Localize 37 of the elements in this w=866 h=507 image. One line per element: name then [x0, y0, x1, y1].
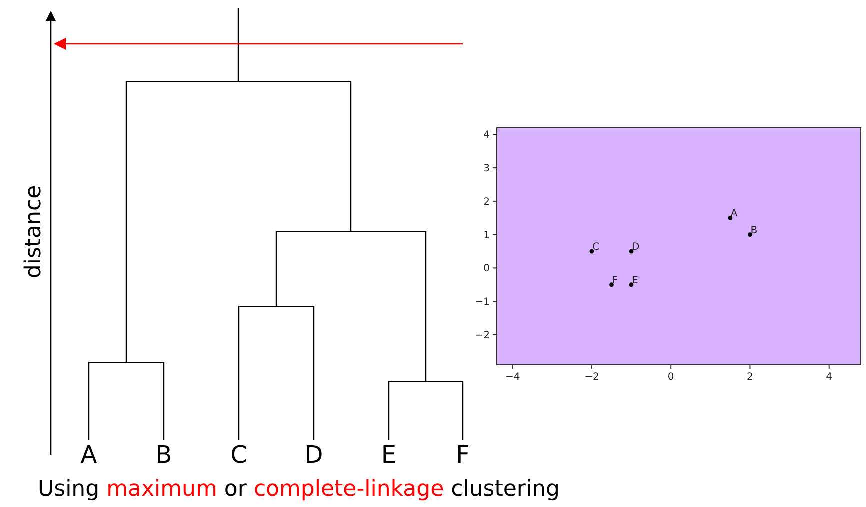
tick-label: −4 — [505, 372, 520, 383]
dendrogram-link — [350, 81, 352, 231]
dendrogram-link — [163, 362, 165, 440]
caption: Using maximum or complete-linkage clustering — [38, 477, 560, 502]
dendrogram-link — [238, 8, 240, 81]
dendrogram-link — [388, 381, 390, 440]
tick-label: 0 — [484, 264, 490, 275]
point-label: D — [632, 242, 640, 253]
dendrogram-link — [276, 231, 278, 306]
point-label: C — [592, 242, 600, 253]
dendrogram-link — [425, 231, 427, 381]
dendrogram-link — [238, 306, 240, 440]
tick-label: 1 — [484, 230, 490, 242]
leaf-label: F — [443, 440, 483, 470]
dendrogram-link — [462, 381, 464, 440]
point-label: F — [612, 275, 618, 286]
leaf-label: B — [144, 440, 184, 470]
axis-label: distance — [22, 185, 46, 279]
tick-label: 2 — [747, 372, 754, 383]
tick-label: 3 — [484, 164, 490, 175]
tick-label: −1 — [475, 297, 490, 308]
tick-label: 2 — [484, 196, 490, 208]
dendrogram-link — [88, 362, 90, 440]
dendrogram-link — [313, 306, 315, 440]
tick-label: −2 — [584, 372, 600, 383]
leaf-label: A — [69, 440, 109, 470]
leaf-label: C — [219, 440, 259, 470]
point-label: E — [632, 275, 638, 286]
leaf-label: E — [369, 440, 409, 470]
tick-label: 4 — [484, 130, 490, 142]
dendrogram-link — [126, 81, 128, 362]
point-label: A — [730, 208, 738, 220]
point-label: B — [750, 225, 758, 236]
tick-label: −2 — [475, 330, 490, 342]
tick-label: 0 — [668, 372, 674, 383]
tick-label: 4 — [826, 372, 833, 383]
leaf-label: D — [294, 440, 334, 470]
